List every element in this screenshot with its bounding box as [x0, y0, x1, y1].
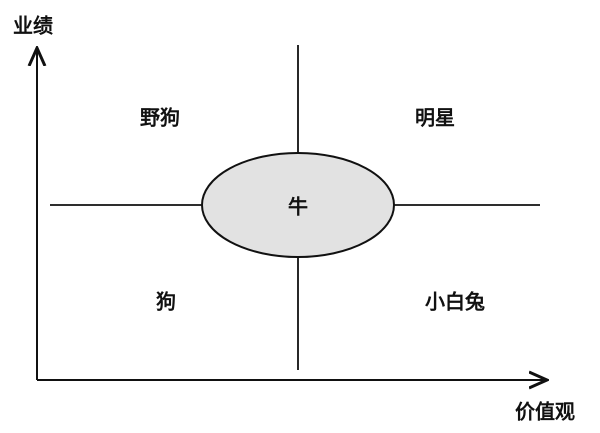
x-axis-label: 价值观: [515, 399, 575, 424]
quadrant-bottom-right: 小白兔: [425, 289, 485, 314]
y-axis-label: 业绩: [13, 13, 53, 38]
center-ellipse: [201, 152, 395, 258]
quadrant-top-right: 明星: [415, 105, 455, 130]
quadrant-bottom-left: 狗: [156, 289, 176, 314]
center-label: 牛: [288, 194, 308, 219]
quadrant-top-left: 野狗: [140, 105, 180, 130]
